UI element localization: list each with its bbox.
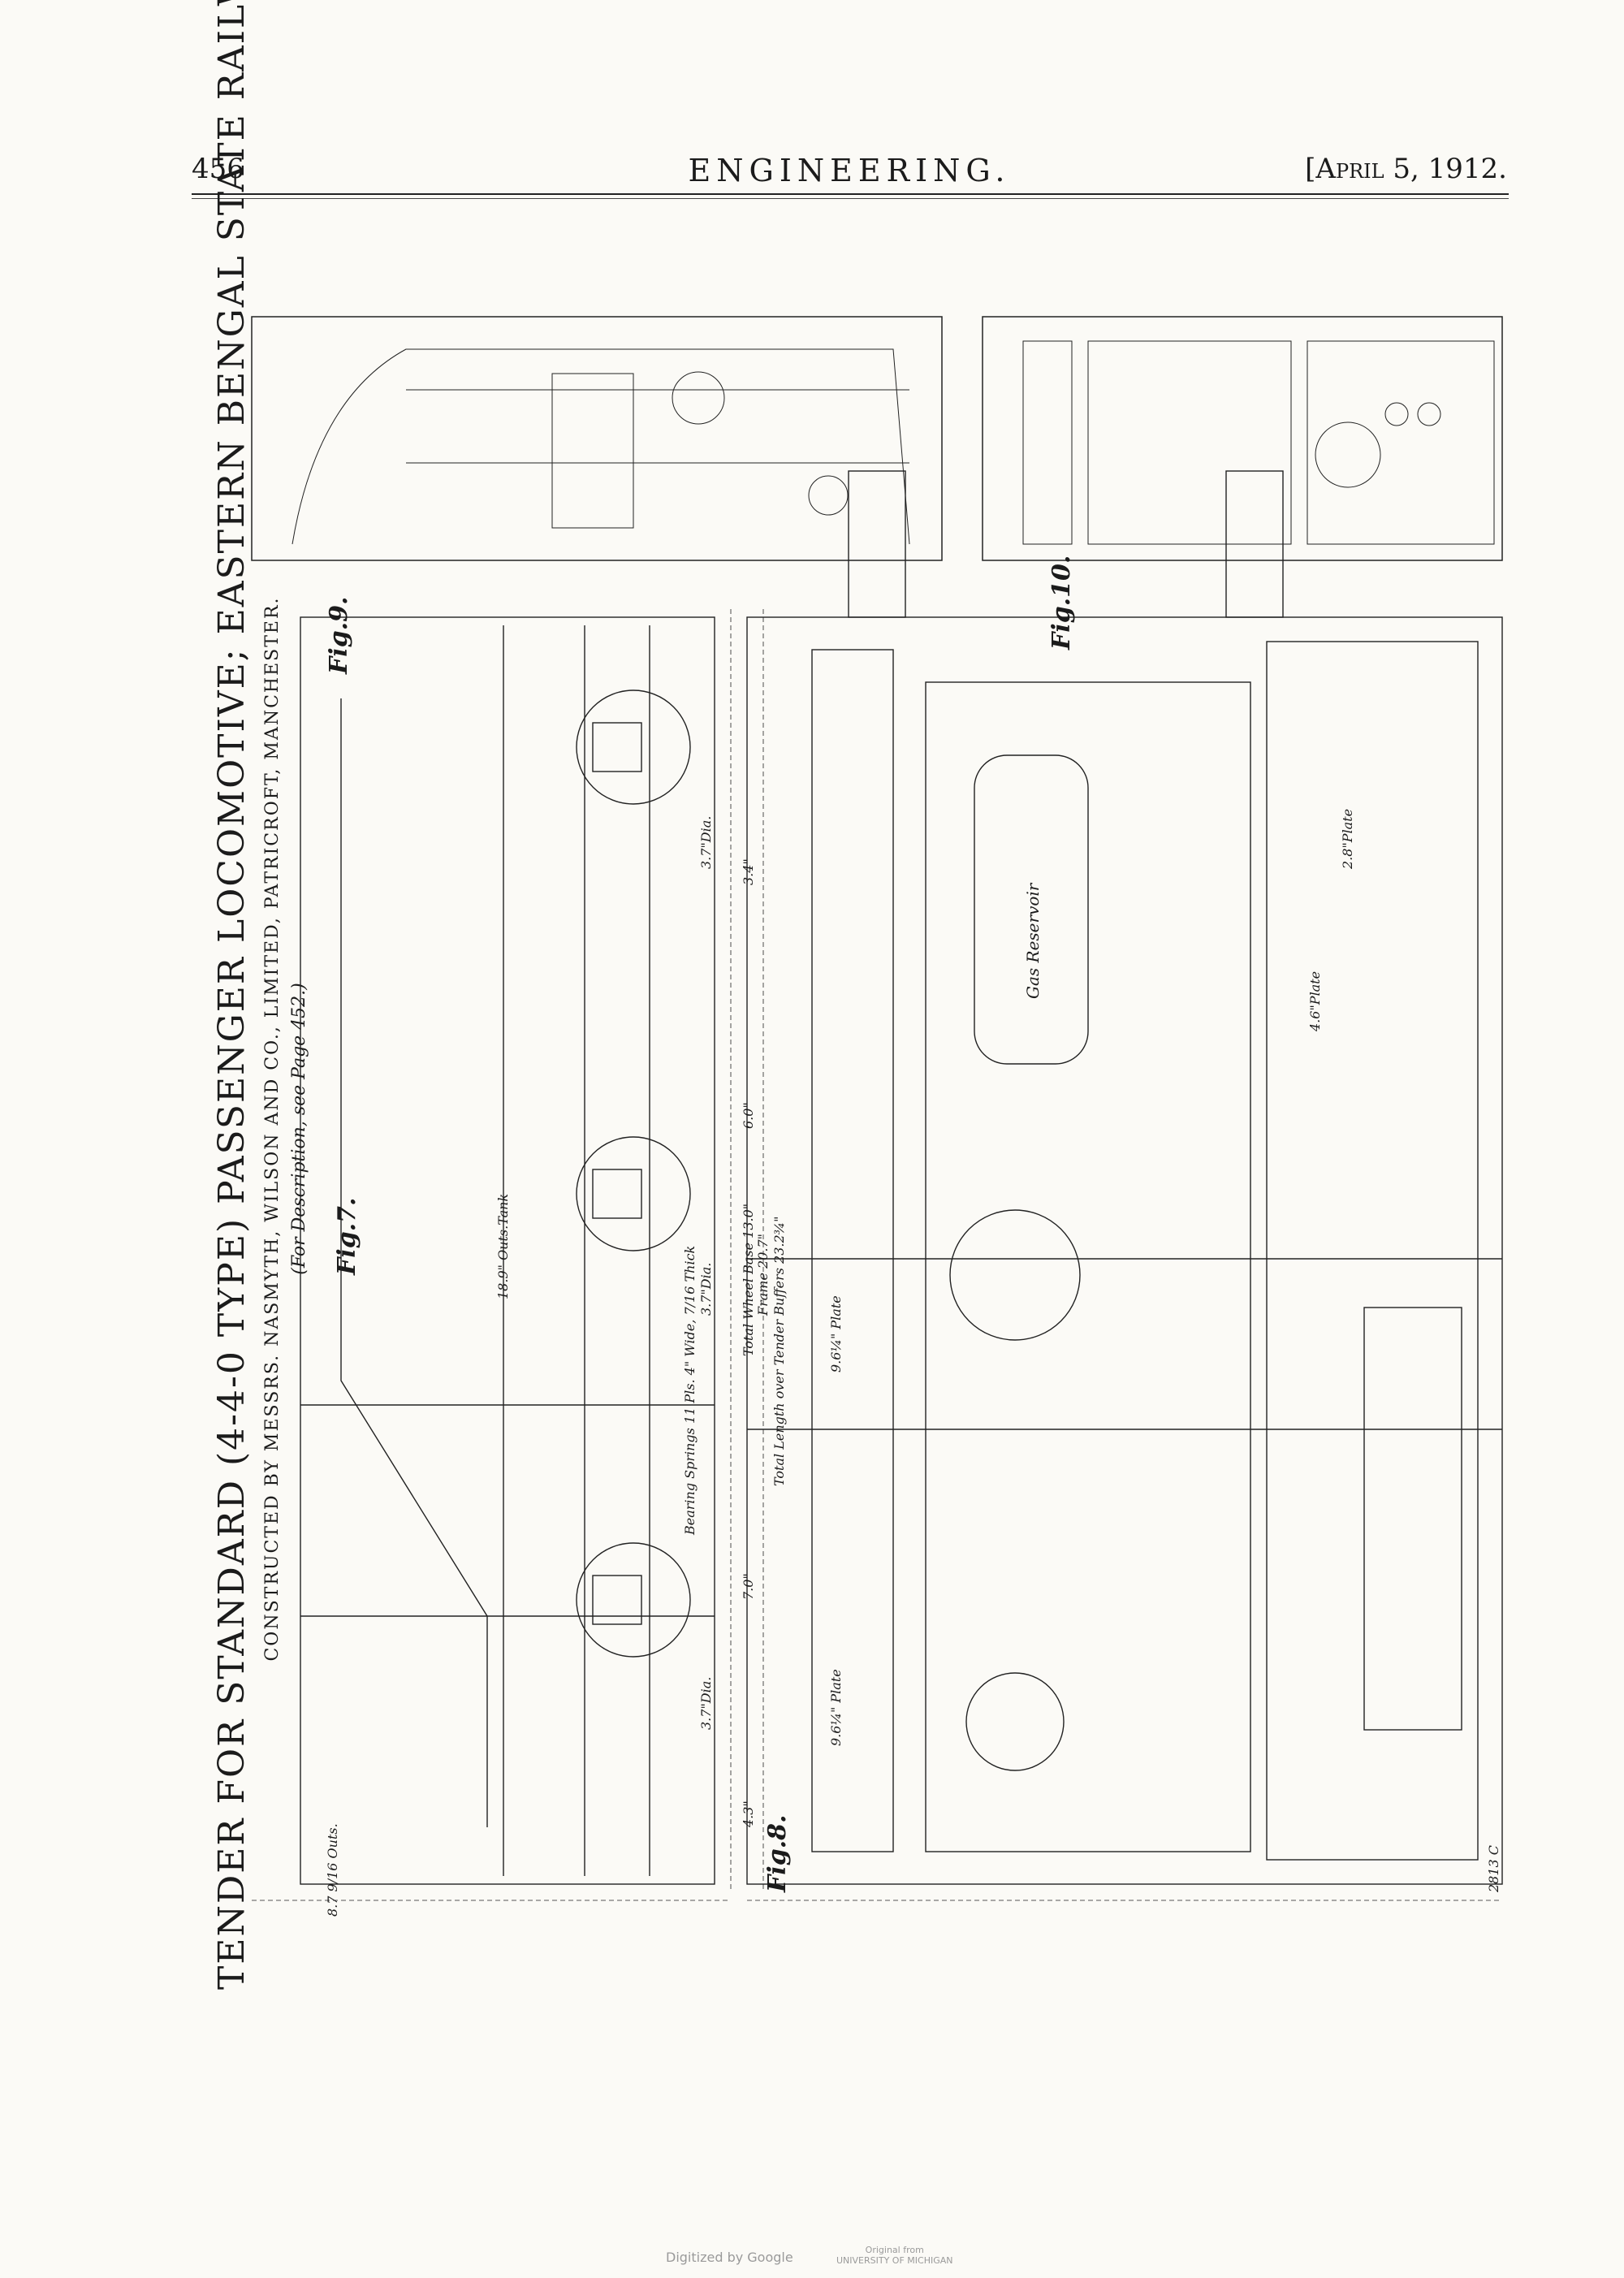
total-wheel-base-label: Total Wheel Base 13.0" — [741, 1203, 756, 1356]
original-source-name: UNIVERSITY OF MICHIGAN — [836, 2255, 953, 2266]
fig9-frame — [251, 316, 943, 561]
plate-label-3: 4.6"Plate — [1307, 970, 1323, 1031]
plate-label-1: 9.6¼" Plate — [828, 1295, 844, 1372]
fig10-frame — [982, 316, 1503, 561]
original-from: Original from — [865, 2245, 924, 2255]
original-source: Original from UNIVERSITY OF MICHIGAN — [836, 2245, 953, 2266]
frame-label: Frame 20.7" — [755, 1234, 771, 1316]
dimension-4-3: 4.3" — [741, 1800, 756, 1827]
dimension-6-0: 6.0" — [741, 1102, 756, 1129]
fig8-plan — [746, 470, 1503, 1885]
page-header: 456 ENGINEERING. [April 5, 1912. — [192, 153, 1507, 193]
issue-date: [April 5, 1912. — [1305, 153, 1507, 185]
tender-drawing-svg — [251, 316, 1503, 1901]
bearing-springs-label: Bearing Springs 11 Pls. 4" Wide, 7/16 Th… — [682, 1245, 698, 1535]
total-length-label: Total Length over Tender Buffers 23.2¾" — [771, 1216, 787, 1486]
header-rule — [192, 193, 1509, 195]
fig10-label: Fig.10. — [1047, 555, 1076, 650]
tank-label: 18.9" Outs.Tank — [495, 1193, 511, 1299]
plate-label-4: 2.8"Plate — [1340, 808, 1355, 869]
digitized-by-google: Digitized by Google — [666, 2250, 793, 2265]
fig8-label: Fig.8. — [763, 1814, 792, 1892]
fig9-label: Fig.9. — [325, 596, 353, 674]
dimension-outs: 8.7 9/16 Outs. — [325, 1823, 340, 1917]
engineering-drawing: Fig.7. Fig.8. Fig.9. Fig.10. Total Wheel… — [244, 300, 1510, 1925]
fig7-label: Fig.7. — [333, 1197, 361, 1275]
dimension-7-0: 7.0" — [741, 1573, 756, 1600]
header-rule-thin — [192, 198, 1509, 199]
plate-label-2: 9.6¼" Plate — [828, 1669, 844, 1746]
gas-reservoir-label: Gas Reservoir — [1023, 883, 1043, 999]
wheel-dia-3: 3.7"Dia. — [698, 1676, 714, 1730]
page-number: 456 — [192, 153, 244, 185]
drawing-code: 2813 C — [1486, 1844, 1501, 1892]
dimension-3-4: 3.4" — [741, 858, 756, 885]
journal-title: ENGINEERING. — [688, 153, 1011, 188]
fig7-elevation — [300, 616, 715, 1885]
wheel-dia-2: 3.7"Dia. — [698, 1262, 714, 1316]
wheel-dia-1: 3.7"Dia. — [698, 815, 714, 869]
